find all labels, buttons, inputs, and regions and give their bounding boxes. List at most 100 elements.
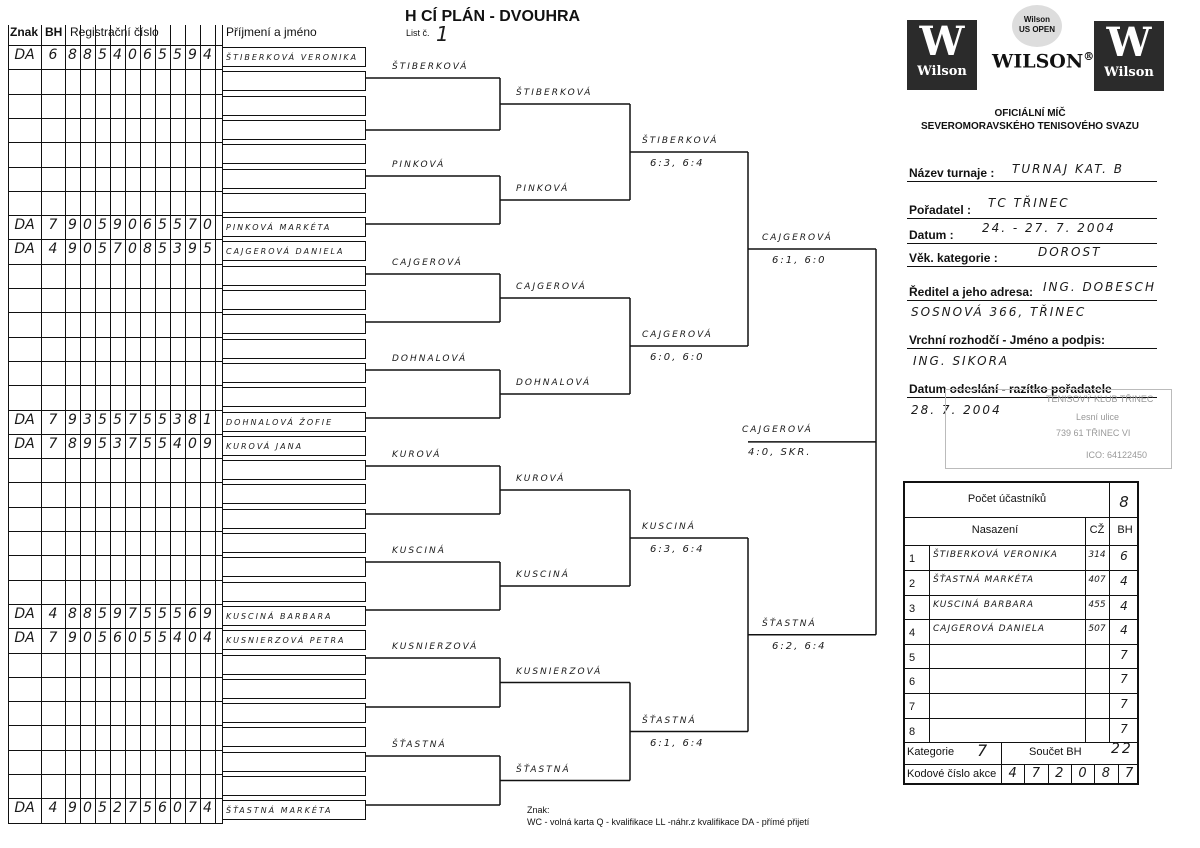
registration-digit[interactable]: 8	[83, 47, 92, 63]
round1-winner[interactable]: ŠŤASTNÁ	[392, 740, 447, 750]
semifinal-score[interactable]: 6:1, 6:0	[772, 255, 827, 266]
code-cell[interactable]: DA	[14, 241, 35, 258]
registration-digit[interactable]: 4	[173, 435, 182, 452]
registration-digit[interactable]: 8	[68, 47, 77, 63]
age-category-field[interactable]: DOROST	[1038, 245, 1102, 259]
registration-digit[interactable]: 7	[128, 411, 137, 428]
player-name-field[interactable]: ŠTIBERKOVÁ VERONIKA	[222, 47, 366, 67]
player-name-slot[interactable]	[222, 727, 366, 748]
code-cell[interactable]: DA	[14, 435, 35, 452]
player-name-slot[interactable]	[222, 338, 366, 359]
quarterfinal-score[interactable]: 6:1, 6:4	[650, 737, 705, 749]
registration-digit[interactable]: 5	[143, 605, 152, 622]
semifinal-winner[interactable]: ŠŤASTNÁ	[762, 618, 817, 629]
code-cell[interactable]: DA	[14, 411, 35, 428]
quarterfinal-score[interactable]: 6:0, 6:0	[650, 352, 705, 363]
registration-digit[interactable]: 7	[128, 800, 137, 817]
bh-cell[interactable]: 4	[48, 241, 58, 258]
quarterfinal-winner[interactable]: ŠTIBERKOVÁ	[642, 136, 719, 146]
quarterfinal-winner[interactable]: KUSCINÁ	[642, 522, 696, 532]
round1-winner[interactable]: CAJGEROVÁ	[392, 258, 463, 268]
round2-winner[interactable]: CAJGEROVÁ	[516, 282, 587, 292]
seed-cz-field[interactable]: 507	[1088, 624, 1106, 634]
player-name-field[interactable]: KUROVÁ JANA	[222, 435, 366, 456]
code-cell[interactable]: DA	[14, 47, 35, 63]
seed-bh-field[interactable]: 4	[1120, 599, 1130, 613]
seed-name-field[interactable]: CAJGEROVÁ DANIELA	[933, 624, 1045, 634]
seed-cz-field[interactable]: 455	[1088, 600, 1106, 610]
player-name-slot[interactable]	[222, 387, 366, 408]
code-cell[interactable]: DA	[14, 630, 35, 647]
seed-bh-field[interactable]: 4	[1120, 574, 1130, 588]
registration-digit[interactable]: 8	[83, 605, 92, 622]
registration-digit[interactable]: 5	[143, 411, 152, 428]
registration-digit[interactable]: 6	[143, 217, 152, 234]
seed-bh-field[interactable]: 4	[1120, 623, 1130, 637]
seed-name-field[interactable]: KUSCINÁ BARBARA	[933, 600, 1035, 610]
registration-digit[interactable]: 7	[128, 605, 137, 622]
registration-digit[interactable]: 5	[158, 241, 167, 258]
registration-digit[interactable]: 9	[188, 47, 197, 63]
registration-digit[interactable]: 5	[158, 217, 167, 234]
round1-winner[interactable]: KUSCINÁ	[392, 546, 446, 556]
event-code-digit[interactable]: 7	[1125, 766, 1134, 781]
player-name-slot[interactable]	[222, 265, 366, 286]
player-name-slot[interactable]	[222, 290, 366, 310]
registration-digit[interactable]: 3	[173, 241, 182, 258]
registration-digit[interactable]: 5	[143, 800, 152, 817]
player-name-slot[interactable]	[222, 557, 366, 578]
registration-digit[interactable]: 5	[158, 47, 167, 63]
bh-cell[interactable]: 7	[48, 435, 58, 452]
registration-digit[interactable]: 8	[188, 411, 197, 428]
registration-digit[interactable]: 0	[128, 47, 137, 63]
quarterfinal-score[interactable]: 6:3, 6:4	[650, 544, 705, 555]
event-code-digit[interactable]: 8	[1101, 766, 1110, 781]
seed-bh-field[interactable]: 7	[1120, 672, 1130, 686]
player-name-slot[interactable]	[222, 71, 366, 92]
registration-digit[interactable]: 6	[158, 800, 167, 817]
player-name-slot[interactable]	[222, 581, 366, 602]
registration-digit[interactable]: 9	[203, 435, 212, 452]
sheet-number[interactable]: 1	[436, 22, 451, 46]
round2-winner[interactable]: ŠTIBERKOVÁ	[516, 88, 593, 98]
registration-digit[interactable]: 4	[203, 47, 212, 63]
code-cell[interactable]: DA	[14, 800, 35, 817]
registration-digit[interactable]: 5	[173, 217, 182, 234]
registration-digit[interactable]: 5	[113, 411, 122, 428]
seed-name-field[interactable]: ŠTIBERKOVÁ VERONIKA	[933, 550, 1058, 560]
seed-cz-field[interactable]: 314	[1088, 550, 1106, 560]
player-name-slot[interactable]	[222, 119, 366, 140]
seed-bh-field[interactable]: 6	[1120, 549, 1130, 563]
event-code-digit[interactable]: 4	[1008, 766, 1017, 781]
round2-winner[interactable]: DOHNALOVÁ	[516, 378, 592, 388]
date-field[interactable]: 24. - 27. 7. 2004	[982, 221, 1116, 235]
round2-winner[interactable]: KUROVÁ	[516, 474, 566, 484]
quarterfinal-score[interactable]: 6:3, 6:4	[650, 158, 705, 169]
registration-digit[interactable]: 4	[203, 630, 212, 647]
registration-digit[interactable]: 3	[113, 435, 122, 452]
final-score[interactable]: 4:0, SKR.	[748, 446, 812, 458]
bh-cell[interactable]: 7	[48, 217, 58, 234]
player-name-slot[interactable]	[222, 508, 366, 529]
registration-digit[interactable]: 5	[98, 800, 107, 817]
player-name-slot[interactable]	[222, 362, 366, 383]
sum-bh-field[interactable]: 22	[1111, 741, 1133, 757]
registration-digit[interactable]: 7	[113, 241, 122, 258]
registration-digit[interactable]: 9	[68, 800, 77, 817]
registration-digit[interactable]: 5	[98, 605, 107, 622]
semifinal-score[interactable]: 6:2, 6:4	[772, 640, 827, 652]
registration-digit[interactable]: 9	[113, 605, 122, 622]
registration-digit[interactable]: 0	[188, 435, 197, 452]
player-name-slot[interactable]	[222, 533, 366, 553]
round2-winner[interactable]: KUSNIERZOVÁ	[516, 666, 603, 677]
round1-winner[interactable]: KUSNIERZOVÁ	[392, 642, 479, 652]
director-address-field[interactable]: SOSNOVÁ 366, TŘINEC	[911, 305, 1087, 319]
sent-date-field[interactable]: 28. 7. 2004	[911, 403, 1002, 417]
registration-digit[interactable]: 0	[83, 800, 92, 817]
bh-cell[interactable]: 4	[48, 605, 58, 622]
round2-winner[interactable]: PINKOVÁ	[516, 184, 570, 194]
registration-digit[interactable]: 5	[173, 47, 182, 63]
seed-bh-field[interactable]: 7	[1120, 722, 1130, 736]
registration-digit[interactable]: 0	[128, 630, 137, 647]
registration-digit[interactable]: 5	[98, 217, 107, 234]
